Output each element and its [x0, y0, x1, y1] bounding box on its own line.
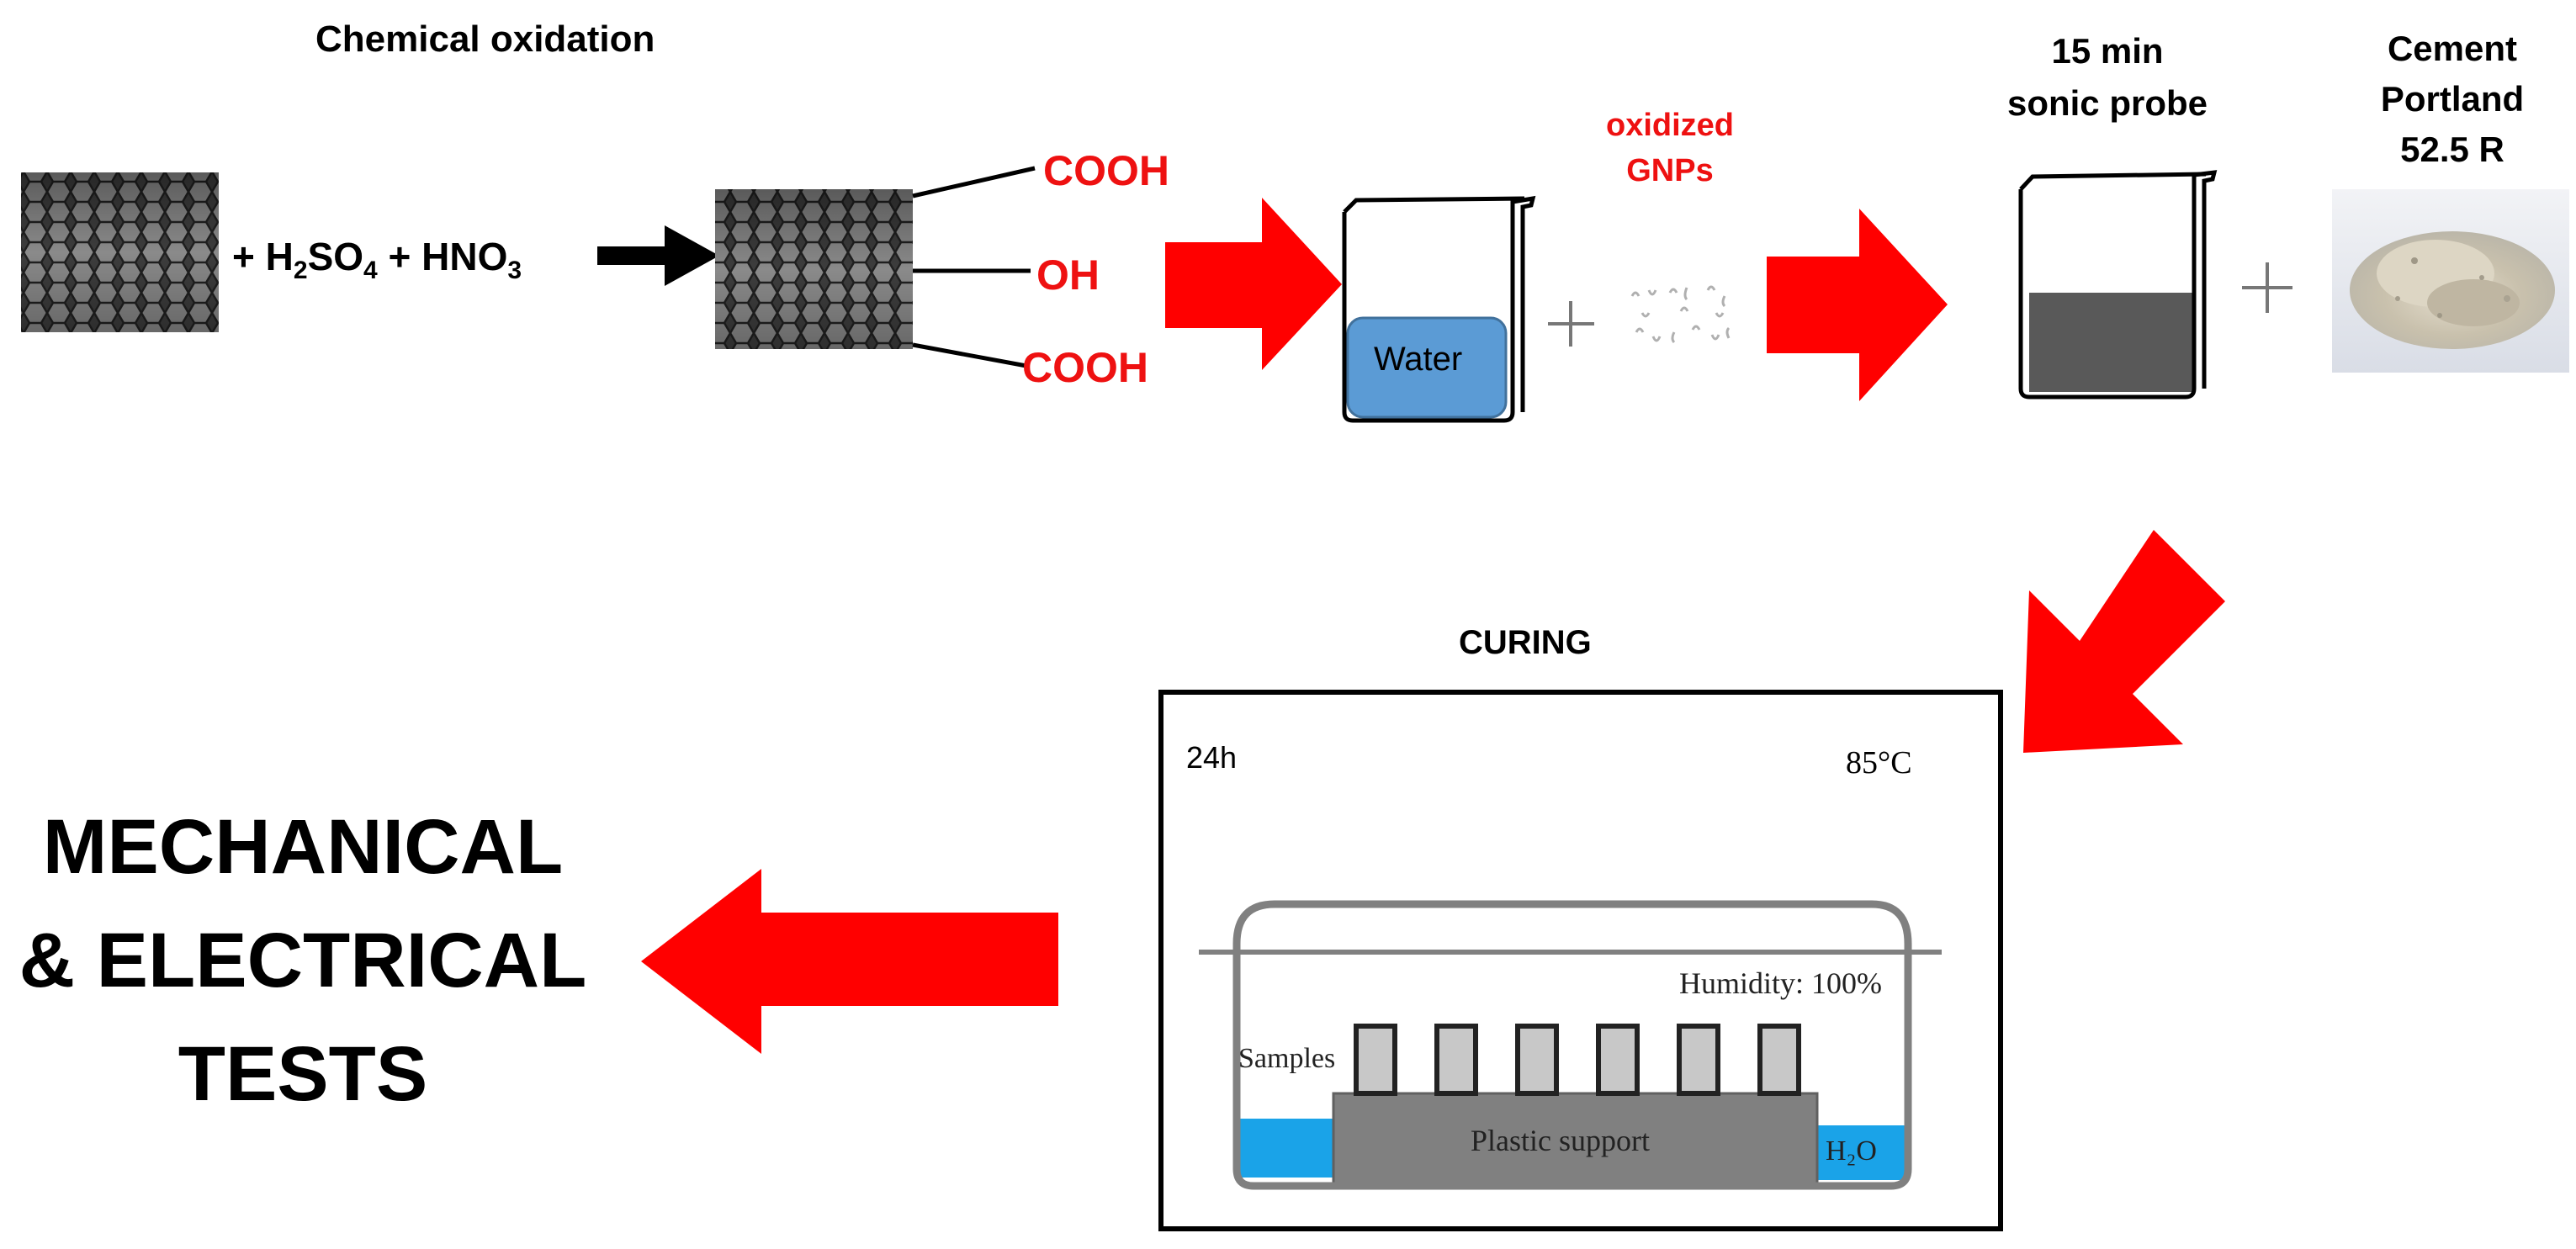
cement-powder-image: [2332, 189, 2569, 373]
curing-title: CURING: [1459, 624, 1592, 661]
gnp-flakes-icon: [1630, 285, 1731, 344]
reaction-arrow-icon: [597, 225, 719, 286]
curing-time: 24h: [1186, 740, 1238, 775]
reagents-formula: + H2SO4 + HNO3: [232, 235, 522, 285]
group-oh: OH: [1036, 251, 1100, 299]
curing-temperature: 85°C: [1846, 745, 1912, 781]
group-cooh-bottom: COOH: [1022, 344, 1148, 391]
group-cooh-top: COOH: [1043, 147, 1169, 194]
flow-arrow-icon: [641, 869, 1058, 1054]
flow-arrow-icon: [1767, 209, 1948, 401]
plus-icon: [2242, 262, 2292, 313]
plus-icon: [1548, 301, 1594, 347]
humidity-label: Humidity: 100%: [1679, 966, 1882, 1000]
samples-label: Samples: [1238, 1043, 1336, 1074]
sonic-beaker-icon: [2018, 170, 2218, 400]
flow-arrow-icon: [1165, 198, 1342, 370]
plastic-support-label: Plastic support: [1471, 1124, 1650, 1157]
water-beaker-icon: [1342, 195, 1536, 423]
flow-arrow-icon: [2023, 530, 2225, 753]
oxidized-graphene-icon: [715, 166, 1036, 368]
step1-title: Chemical oxidation: [315, 19, 655, 60]
graphene-sheet-icon: [21, 172, 219, 332]
water-label: Water: [1374, 341, 1463, 378]
h2o-label: H₂O: [1826, 1135, 1877, 1167]
